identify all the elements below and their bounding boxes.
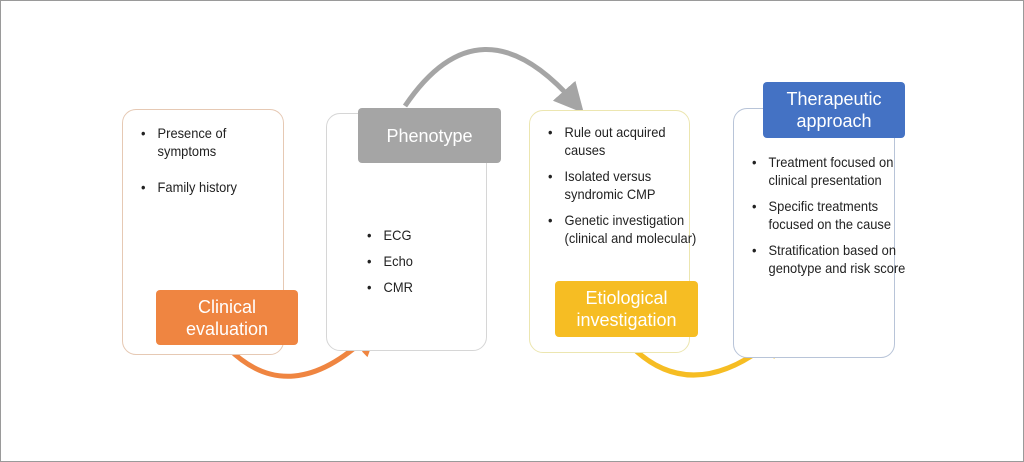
list-item: Isolated versus syndromic CMP [548, 167, 703, 203]
phenotype-list: ECG Echo CMR [367, 226, 476, 304]
list-item: Presence of symptoms [141, 124, 287, 160]
therapeutic-approach-label: Therapeutic approach [763, 82, 905, 138]
list-item: ECG [367, 226, 476, 244]
list-item: Family history [141, 178, 287, 196]
clinical-evaluation-list: Presence of symptoms Family history [141, 124, 286, 204]
etiological-investigation-list: Rule out acquired causes Isolated versus… [548, 123, 703, 255]
list-item: Treatment focused on clinical presentati… [752, 153, 907, 189]
therapeutic-approach-box: Treatment focused on clinical presentati… [733, 108, 905, 358]
list-item: Rule out acquired causes [548, 123, 703, 159]
arrow-clinical-to-phenotype [226, 325, 379, 379]
list-item: Genetic investigation (clinical and mole… [548, 211, 703, 247]
arrow-phenotype-to-etiological [402, 47, 584, 114]
therapeutic-approach-list: Treatment focused on clinical presentati… [752, 153, 907, 285]
list-item: CMR [367, 278, 476, 296]
phenotype-label: Phenotype [358, 108, 501, 163]
list-item: Stratification based on genotype and ris… [752, 241, 907, 277]
list-item: Echo [367, 252, 476, 270]
clinical-evaluation-label: Clinical evaluation [156, 290, 298, 345]
etiological-investigation-label: Etiological investigation [555, 281, 698, 337]
list-item: Specific treatments focused on the cause [752, 197, 907, 233]
